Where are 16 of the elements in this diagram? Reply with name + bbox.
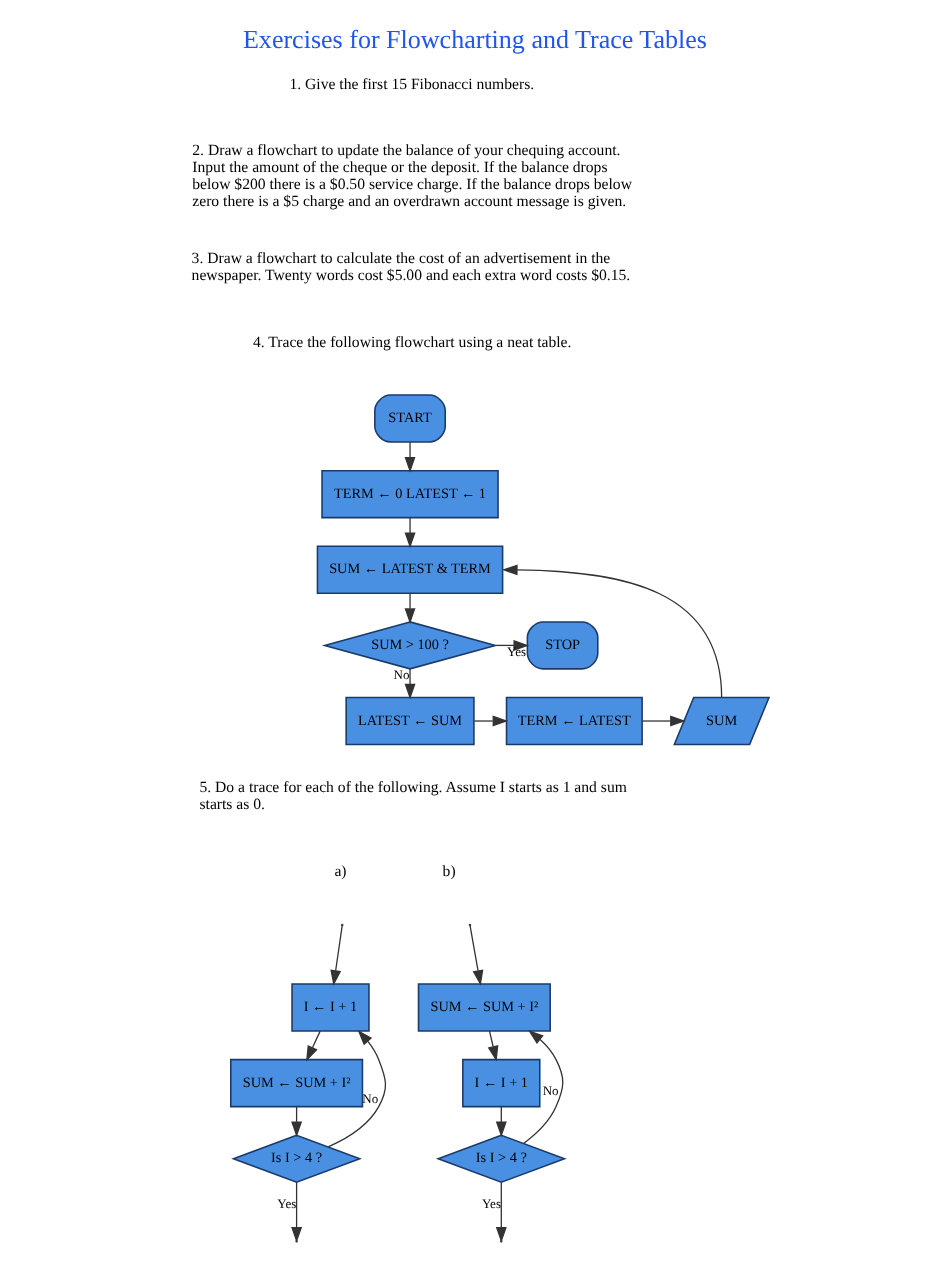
arrow	[472, 715, 508, 727]
arrow	[403, 517, 415, 549]
arrow	[329, 924, 342, 986]
arrow	[494, 1181, 506, 1243]
diagram-title: Exercises for Flowcharting and Trace Tables	[241, 24, 706, 55]
arrow	[290, 1181, 302, 1243]
arrow	[522, 1029, 563, 1145]
arrow	[486, 1030, 498, 1062]
arrow	[494, 639, 529, 651]
arrow	[640, 715, 685, 727]
arrow	[326, 1029, 386, 1148]
arrow	[403, 441, 415, 473]
arrow	[305, 1030, 320, 1062]
arrow	[403, 592, 415, 624]
arrow	[500, 564, 722, 699]
arrow	[403, 668, 415, 700]
